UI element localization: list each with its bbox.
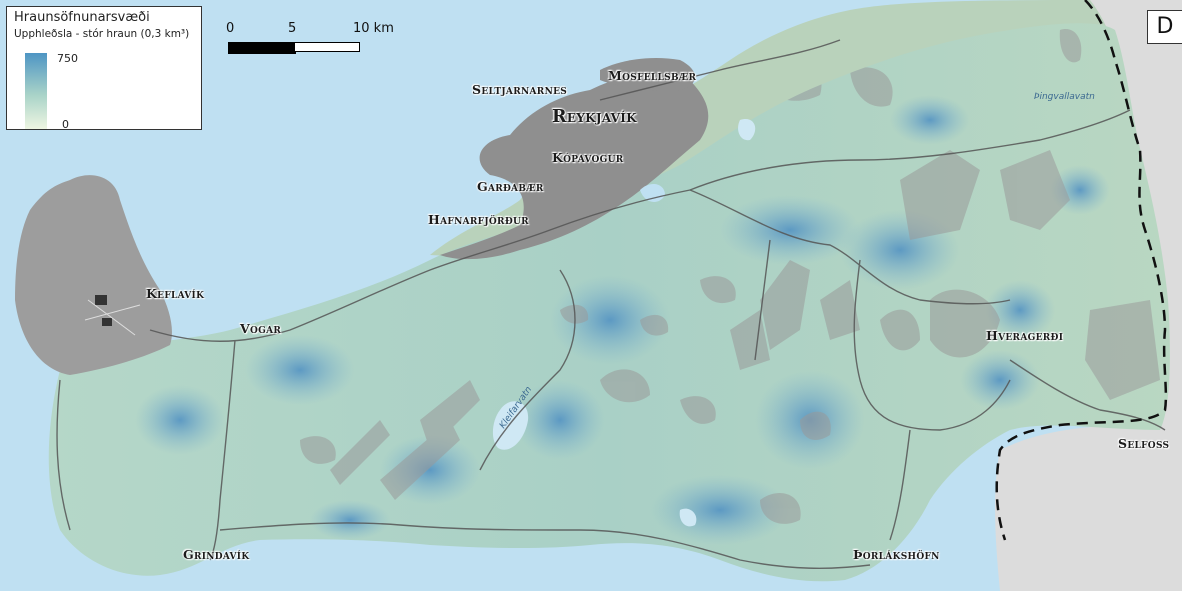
place-label-grindavik: Grindavík (183, 547, 250, 562)
water-label-thingvallavatn: Þingvallavatn (1034, 92, 1095, 102)
place-label-hafnarfjordur: Hafnarfjörður (428, 212, 529, 227)
place-label-seltjarnarnes: Seltjarnarnes (472, 82, 568, 97)
scale-bar-white-segment (294, 42, 360, 52)
scale-tick-0: 0 (226, 21, 235, 36)
place-label-vogar: Vogar (240, 321, 282, 336)
legend-title: Hraunsöfnunarsvæði (14, 10, 150, 25)
scale-tick-5: 5 (288, 21, 297, 36)
place-label-hveragerdi: Hveragerði (986, 328, 1064, 343)
place-label-mosfellsbaer: Mosfellsbær (608, 68, 697, 83)
legend-subtitle: Upphleðsla - stór hraun (0,3 km³) (14, 28, 190, 40)
place-label-reykjavik: Reykjavík (552, 107, 637, 127)
place-label-keflavik: Keflavík (146, 286, 205, 301)
panel-label: D (1147, 10, 1182, 44)
place-label-thorlakshofn: Þorlákshöfn (853, 547, 940, 562)
legend-max-value: 750 (57, 52, 78, 65)
place-label-selfoss: Selfoss (1118, 436, 1170, 451)
legend-color-ramp (25, 53, 47, 129)
scale-tick-10: 10 km (353, 21, 394, 36)
scale-bar-black-segment (228, 42, 296, 54)
place-label-gardabaer: Garðabær (477, 179, 544, 194)
legend-min-value: 0 (62, 118, 69, 131)
legend: Hraunsöfnunarsvæði Upphleðsla - stór hra… (6, 6, 202, 131)
place-label-kopavogur: Kópavogur (552, 150, 624, 165)
